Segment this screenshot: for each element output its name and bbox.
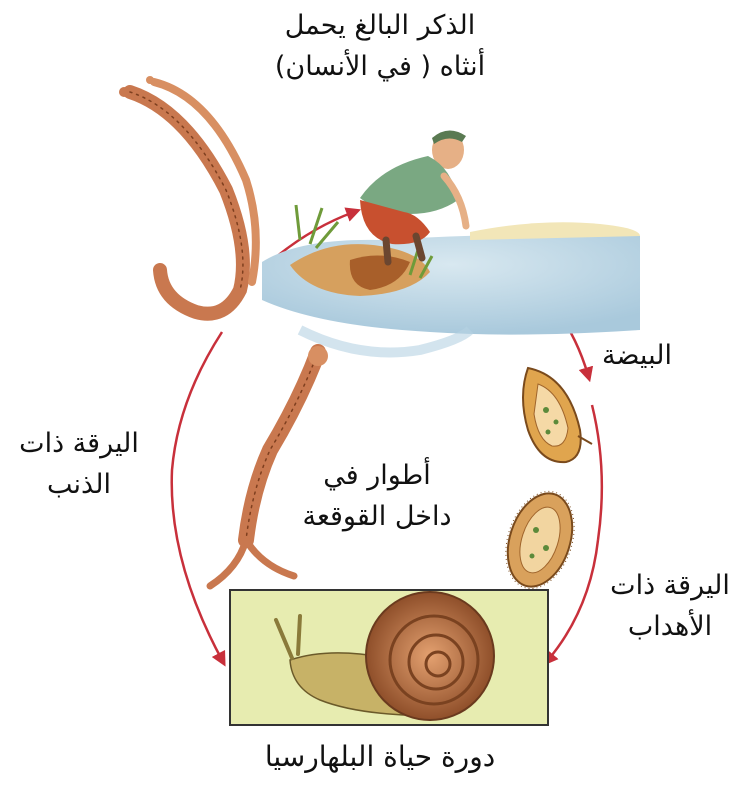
diagram-title: دورة حياة البلهارسيا (210, 736, 550, 778)
adult-label: الذكر البالغ يحمل أنثاه ( في الأنسان) (230, 6, 530, 87)
arrow-to-adult (172, 332, 222, 660)
schistosome-egg-icon (523, 368, 592, 462)
snail-stages-label: أطوار في داخل القوقعة (292, 456, 462, 537)
miracidium-icon (494, 483, 586, 598)
adult-worm-pair-icon (119, 76, 256, 314)
miracidium-label: اليرقة ذات الأهداب (600, 566, 740, 647)
arrow-egg-to-miracidium (592, 405, 602, 540)
cercaria-label: اليرقة ذات الذنب (4, 424, 154, 505)
egg-label: البيضة (582, 336, 692, 377)
